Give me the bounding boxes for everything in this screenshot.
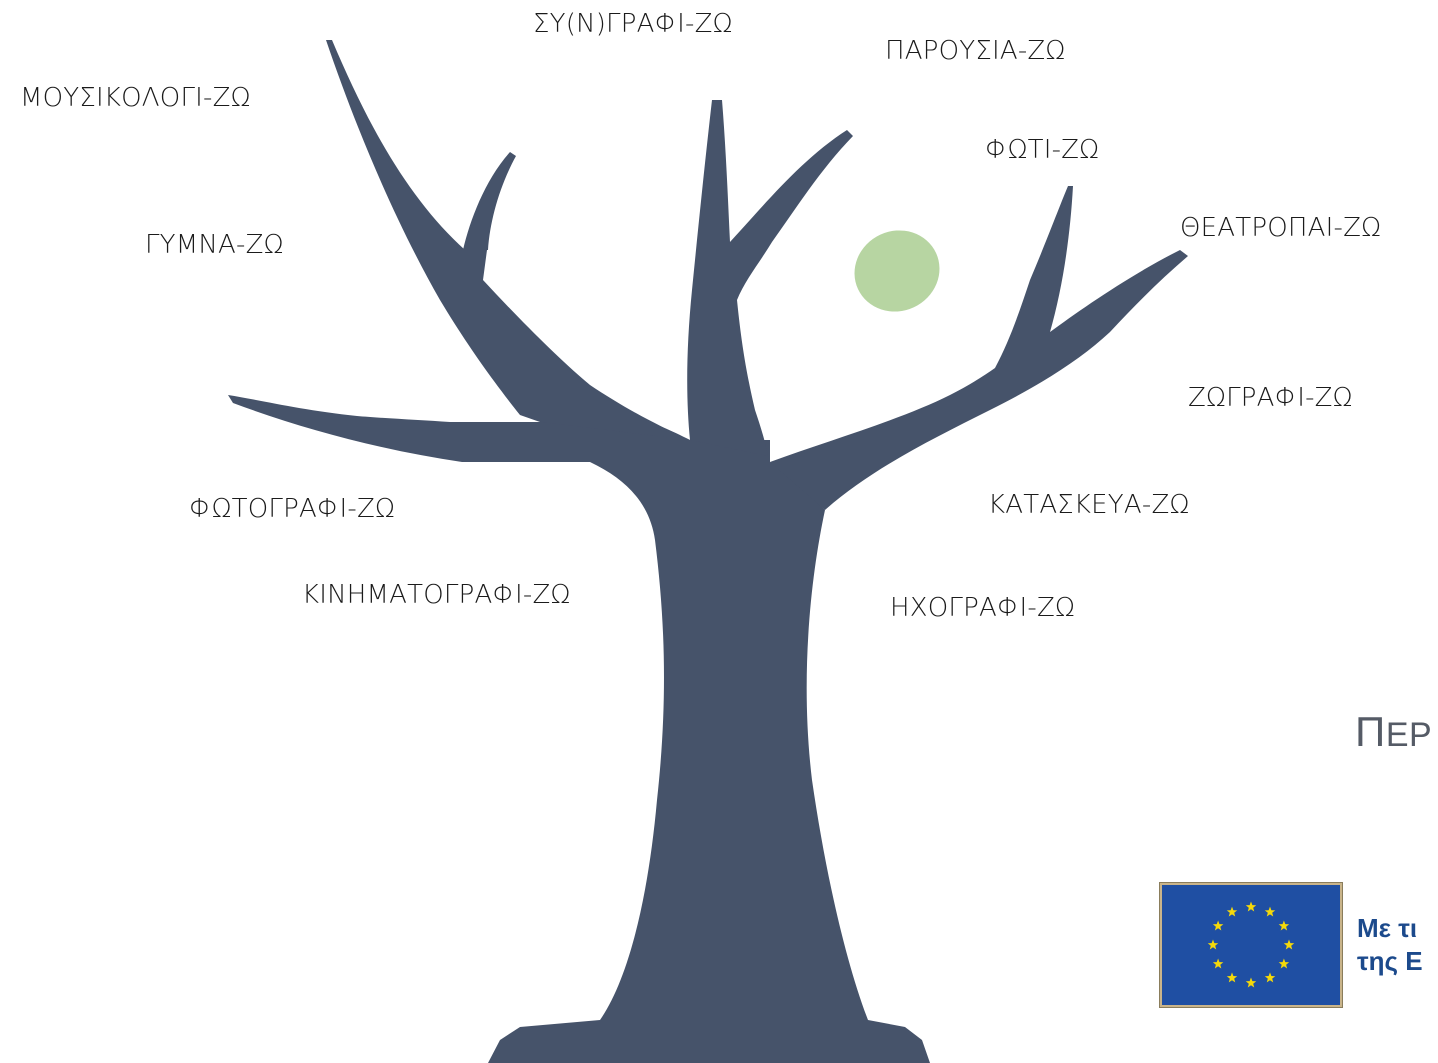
twig-left xyxy=(463,152,516,250)
label-kinimatografi: ΚΙΝΗΜΑΤΟΓΡΑΦΙ-ΖΩ xyxy=(302,580,571,610)
label-gymna: ΓΥΜΝΑ-ΖΩ xyxy=(145,230,284,260)
label-foti: ΦΩΤΙ-ΖΩ xyxy=(985,135,1100,165)
region-logo-text: ΠΕΡ xyxy=(1355,711,1432,753)
eu-star-icon xyxy=(1278,958,1290,969)
label-mousikologi: ΜΟΥΣΙΚΟΛΟΓΙ-ΖΩ xyxy=(20,83,251,113)
label-zografi: ΖΩΓΡΑΦΙ-ΖΩ xyxy=(1188,383,1353,413)
leaf-icon xyxy=(854,230,940,312)
label-parousia: ΠΑΡΟΥΣΙΑ-ΖΩ xyxy=(885,36,1066,66)
eu-star-icon xyxy=(1264,972,1276,983)
eu-star-icon xyxy=(1212,920,1224,931)
branch-middle xyxy=(687,100,772,456)
label-ichografi: ΗΧΟΓΡΑΦΙ-ΖΩ xyxy=(890,593,1076,623)
eu-flag-icon xyxy=(1159,882,1343,1008)
eu-star-icon xyxy=(1278,920,1290,931)
label-theatropai: ΘΕΑΤΡΟΠΑΙ-ΖΩ xyxy=(1180,213,1382,243)
label-syngrafi: ΣΥ(Ν)ΓΡΑΦΙ-ΖΩ xyxy=(533,9,733,39)
branch-right xyxy=(770,186,1110,510)
label-fotografi: ΦΩΤΟΓΡΑΦΙ-ΖΩ xyxy=(189,494,396,524)
eu-cofunding-line1: Με τι xyxy=(1357,913,1418,943)
eu-star-icon xyxy=(1207,939,1219,950)
eu-star-icon xyxy=(1245,977,1257,988)
twig-right xyxy=(1050,250,1188,332)
region-logo-rest: ΕΡ xyxy=(1385,716,1433,754)
label-kataskeva: ΚΑΤΑΣΚΕΥΑ-ΖΩ xyxy=(988,490,1190,520)
tree-icon xyxy=(228,40,1188,1063)
eu-star-icon xyxy=(1226,972,1238,983)
branch-upper-left xyxy=(326,40,690,440)
eu-cofunding-line2: της Ε xyxy=(1357,946,1423,976)
eu-star-icon xyxy=(1264,906,1276,917)
branch-lower-left xyxy=(228,395,770,462)
eu-star-icon xyxy=(1283,939,1295,950)
region-logo-initial: Π xyxy=(1355,708,1386,755)
tree-trunk xyxy=(488,462,930,1063)
eu-stars xyxy=(1207,901,1295,988)
twig-middle-right xyxy=(730,130,853,242)
eu-star-icon xyxy=(1226,906,1238,917)
eu-star-icon xyxy=(1212,958,1224,969)
eu-star-icon xyxy=(1245,901,1257,912)
